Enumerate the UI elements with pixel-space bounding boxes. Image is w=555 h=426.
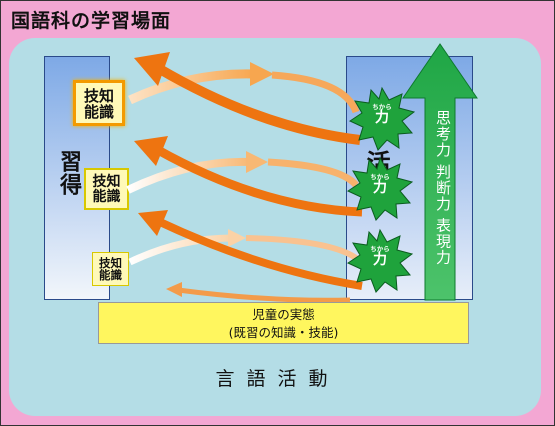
burst-3-ruby: ちから bbox=[370, 245, 390, 253]
burst-3-main: 力 bbox=[373, 252, 387, 268]
burst-label-3: ちから 力 bbox=[362, 246, 398, 268]
acquisition-label: 習得 bbox=[56, 150, 81, 196]
orange-arrow-4-head bbox=[166, 282, 182, 297]
foundation-line1: 児童の実態 bbox=[252, 307, 315, 322]
orange-arrow-3-head bbox=[138, 210, 168, 236]
orange-arrow-4 bbox=[177, 287, 351, 303]
language-activity-label: 言語活動 bbox=[215, 368, 340, 390]
light-arrow-3 bbox=[128, 234, 233, 266]
orange-arrow-3 bbox=[158, 218, 363, 290]
light-arrows bbox=[126, 62, 360, 266]
knowledge-box-middle-line2: 能識 bbox=[92, 188, 121, 205]
burst-1-main: 力 bbox=[375, 110, 389, 126]
light-arrow-1 bbox=[128, 69, 256, 105]
knowledge-box-top-line2: 能識 bbox=[83, 102, 114, 121]
orange-arrow-2 bbox=[155, 146, 363, 217]
knowledge-box-bottom: 技知 能識 bbox=[92, 252, 129, 286]
light-arrow-6 bbox=[245, 235, 358, 261]
knowledge-box-top: 技知 能識 bbox=[73, 80, 125, 126]
orange-arrow-1 bbox=[155, 63, 361, 145]
growth-arrow-shape bbox=[402, 43, 478, 301]
orange-arrow-2-head bbox=[134, 136, 168, 166]
light-arrow-1-head bbox=[250, 62, 274, 86]
knowledge-box-middle-line1: 技知 bbox=[92, 174, 121, 190]
light-arrow-2-head bbox=[246, 151, 268, 173]
light-arrow-5 bbox=[267, 158, 359, 188]
light-arrow-3-head bbox=[228, 229, 246, 247]
page-title: 国語科の学習場面 bbox=[11, 10, 172, 32]
knowledge-box-bottom-line1: 技知 bbox=[99, 256, 122, 270]
burst-2-ruby: ちから bbox=[370, 173, 390, 181]
burst-2-main: 力 bbox=[373, 180, 387, 196]
burst-1-ruby: ちから bbox=[372, 103, 392, 111]
burst-1 bbox=[348, 86, 416, 151]
growth-arrow bbox=[402, 43, 478, 301]
burst-label-2: ちから 力 bbox=[362, 174, 398, 196]
burst-3 bbox=[346, 228, 414, 293]
burst-2 bbox=[346, 156, 414, 221]
burst-label-1: ちから 力 bbox=[364, 104, 400, 126]
orange-arrow-1-head bbox=[134, 52, 170, 86]
power-bursts bbox=[346, 86, 416, 293]
foundation-line2: (既習の知識・技能) bbox=[228, 325, 339, 340]
knowledge-box-bottom-line2: 能識 bbox=[99, 268, 122, 283]
orange-arrows bbox=[134, 52, 363, 303]
foundation-box: 児童の実態 (既習の知識・技能) bbox=[98, 302, 469, 344]
growth-arrow-text: 思考力 判断力 表現力 bbox=[434, 110, 452, 266]
knowledge-box-top-line1: 技知 bbox=[83, 87, 114, 105]
light-arrow-4 bbox=[271, 71, 360, 114]
